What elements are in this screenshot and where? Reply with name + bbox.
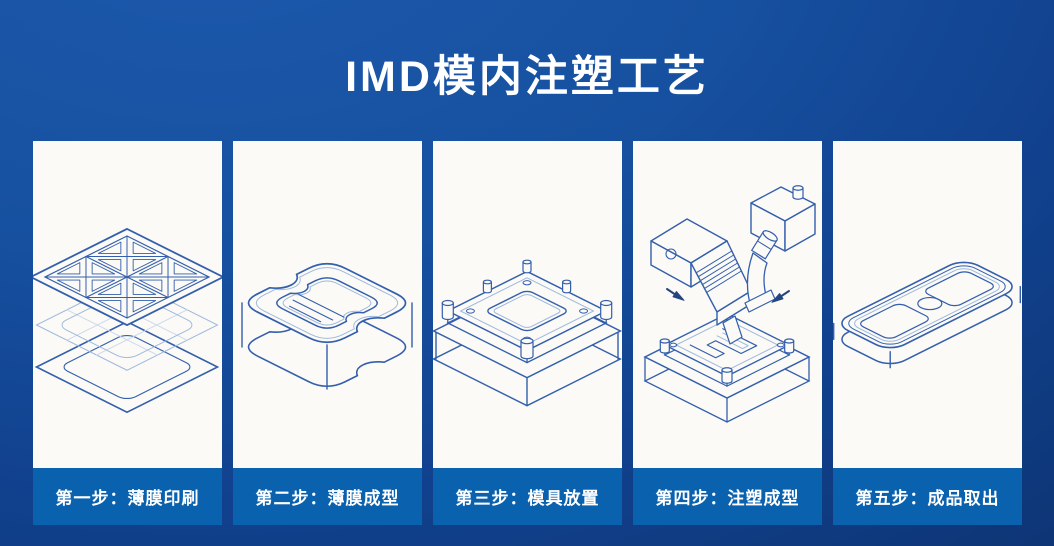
step-label-4: 第四步：注塑成型 [633, 468, 822, 525]
process-step-card-1: 第一步：薄膜印刷 [33, 141, 222, 525]
product-removal-figure [833, 141, 1022, 468]
step-label-2: 第二步：薄膜成型 [233, 468, 422, 525]
process-step-card-4: 第四步：注塑成型 [633, 141, 822, 525]
step-label-1: 第一步：薄膜印刷 [33, 468, 222, 525]
injection-molding-figure [633, 141, 822, 468]
mold-placement-figure [433, 141, 622, 468]
film-printing-illustration [33, 141, 222, 468]
product-removal-illustration [833, 141, 1022, 468]
film-printing-figure [33, 141, 222, 468]
process-cards: 第一步：薄膜印刷 第二步：薄膜成型 第三步：模具放置 第四步：注塑成型 第五步： [33, 141, 1022, 525]
page-title: IMD模内注塑工艺 [345, 53, 709, 101]
step-label-3: 第三步：模具放置 [433, 468, 622, 525]
film-forming-illustration [233, 141, 422, 468]
process-step-card-2: 第二步：薄膜成型 [233, 141, 422, 525]
injection-molding-illustration [633, 141, 822, 468]
process-step-card-5: 第五步：成品取出 [833, 141, 1022, 525]
mold-placement-illustration [433, 141, 622, 468]
step-label-5: 第五步：成品取出 [833, 468, 1022, 525]
process-step-card-3: 第三步：模具放置 [433, 141, 622, 525]
film-forming-figure [233, 141, 422, 468]
